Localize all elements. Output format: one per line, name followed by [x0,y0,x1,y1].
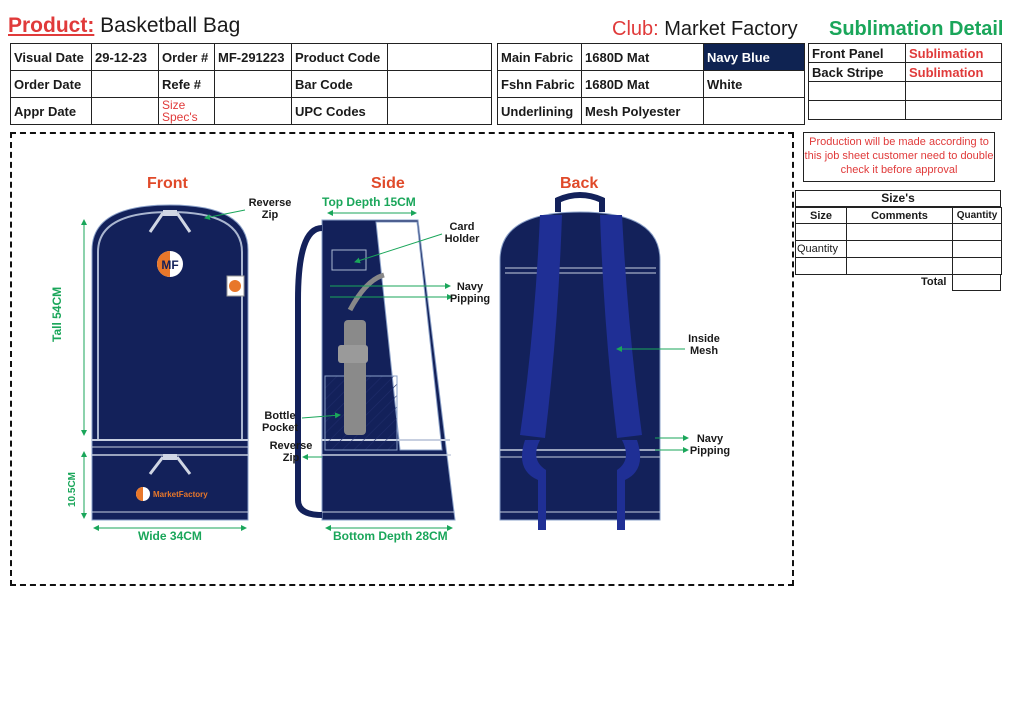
sublimation-detail-title: Sublimation Detail [829,18,1004,40]
product-heading: Product: Basketball Bag [8,14,240,38]
fshn-fabric-label: Fshn Fabric [497,70,582,98]
fabric-table: Main Fabric 1680D Mat Navy Blue Fshn Fab… [497,43,805,125]
back-view-title: Back [560,175,599,192]
main-fabric-color: Navy Blue [703,43,805,71]
size-spec-label: Size Spec's [158,97,215,125]
fshn-fabric-color: White [703,70,805,98]
sizes-total-value[interactable] [952,274,1001,291]
underlining-label: Underlining [497,97,582,125]
label-tall: Tall 54CM [50,262,64,342]
front-view-drawing: MF MarketFactory [91,204,249,521]
sublimation-table: Front Panel Sublimation Back Stripe Subl… [808,43,1002,120]
upc-label: UPC Codes [291,97,388,125]
back-view-drawing [499,192,661,530]
label-navy-pipping-back: Navy Pipping [689,433,731,457]
front-logo-brand: MarketFactory [153,490,208,499]
refe-label: Refe # [158,70,215,98]
sublimation-part-back: Back Stripe [808,62,906,82]
production-note: Production will be made according to thi… [803,132,995,182]
size-spec-text: Size Spec's [162,98,198,124]
club-value: Market Factory [664,18,798,40]
size-spec-value[interactable] [214,97,292,125]
appr-date-label: Appr Date [10,97,92,125]
sizes-total-label: Total [921,276,947,288]
sublimation-method-front: Sublimation [905,43,1002,63]
label-reverse-zip: Reverse Zip [248,197,292,221]
sizes-title: Size's [795,190,1001,207]
order-no-label: Order # [158,43,215,71]
sizes-table: Size Comments Quantity Quantity [795,207,1002,275]
front-view-title: Front [147,175,188,192]
appr-date-value[interactable] [91,97,159,125]
product-value: Basketball Bag [100,14,241,37]
underlining-value: Mesh Polyester [581,97,704,125]
side-view-title: Side [371,175,405,192]
label-card-holder: Card Holder [444,221,480,245]
drawing-frame [10,132,794,586]
sublimation-empty-cell[interactable] [905,100,1002,120]
side-view-drawing [295,219,456,521]
underlining-color[interactable] [703,97,805,125]
product-code-label: Product Code [291,43,388,71]
label-navy-pipping-side: Navy Pipping [449,281,491,305]
label-reverse-zip-side: Reverse Zip [269,440,313,464]
label-wide: Wide 34CM [138,529,202,543]
order-date-label: Order Date [10,70,92,98]
visual-date-label: Visual Date [10,43,92,71]
label-inside-mesh: Inside Mesh [688,333,720,357]
front-logo-mark: MF [161,258,178,272]
label-bottle-pocket: Bottle Pocket [261,410,299,434]
product-label: Product: [8,14,95,37]
label-top-depth: Top Depth 15CM [322,195,416,209]
club-label: Club: [612,18,659,40]
order-info-table: Visual Date 29-12-23 Order # MF-291223 P… [10,43,492,125]
label-tall-text: Tall 54CM [50,286,64,342]
order-no-value: MF-291223 [214,43,292,71]
visual-date-value: 29-12-23 [91,43,159,71]
club-heading: Club: Market Factory [612,18,798,41]
label-bottom-height: 10.5CM [67,471,78,507]
main-fabric-value: 1680D Mat [581,43,704,71]
label-bottom-depth: Bottom Depth 28CM [333,529,448,543]
upc-value[interactable] [387,97,492,125]
sizes-row-quantity: Quantity [795,240,847,258]
main-fabric-label: Main Fabric [497,43,582,71]
